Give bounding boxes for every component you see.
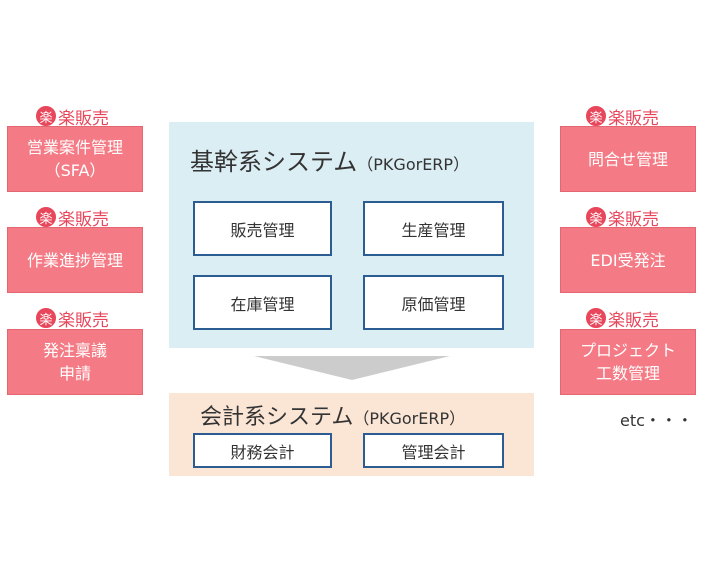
work-progress-box: 作業進捗管理 bbox=[7, 227, 143, 293]
badge-label: 楽販売 bbox=[58, 209, 109, 230]
financial-accounting-module: 財務会計 bbox=[193, 433, 332, 468]
etc-label: etc・・・ bbox=[620, 411, 693, 430]
badge-label: 楽販売 bbox=[608, 310, 659, 331]
badge-label: 楽販売 bbox=[58, 108, 109, 129]
management-accounting-module: 管理会計 bbox=[363, 433, 504, 468]
rakuhanbai-badge: 楽 楽販売 bbox=[36, 205, 109, 230]
badge-label: 楽販売 bbox=[58, 310, 109, 331]
sales-management-module: 販売管理 bbox=[193, 201, 332, 256]
rakuhanbai-badge: 楽 楽販売 bbox=[36, 104, 109, 129]
rakuhanbai-logo-icon: 楽 bbox=[36, 207, 56, 227]
inquiry-box: 問合せ管理 bbox=[560, 126, 696, 192]
accounting-system-title: 会計系システム（PKGorERP） bbox=[200, 399, 465, 431]
edi-box: EDI受発注 bbox=[560, 227, 696, 293]
rakuhanbai-badge: 楽 楽販売 bbox=[36, 306, 109, 331]
order-approval-box: 発注稟議 申請 bbox=[7, 329, 143, 395]
inventory-management-module: 在庫管理 bbox=[193, 275, 332, 330]
badge-label: 楽販売 bbox=[608, 209, 659, 230]
accounting-system-title-text: 会計系システム bbox=[200, 405, 354, 430]
rakuhanbai-logo-icon: 楽 bbox=[586, 106, 606, 126]
badge-label: 楽販売 bbox=[608, 108, 659, 129]
cost-management-module: 原価管理 bbox=[363, 275, 504, 330]
rakuhanbai-logo-icon: 楽 bbox=[36, 106, 56, 126]
rakuhanbai-badge: 楽 楽販売 bbox=[586, 205, 659, 230]
rakuhanbai-logo-icon: 楽 bbox=[586, 308, 606, 328]
core-system-title-text: 基幹系システム bbox=[190, 148, 358, 176]
rakuhanbai-logo-icon: 楽 bbox=[586, 207, 606, 227]
rakuhanbai-logo-icon: 楽 bbox=[36, 308, 56, 328]
sfa-box: 営業案件管理 （SFA） bbox=[7, 126, 143, 192]
project-hours-box: プロジェクト 工数管理 bbox=[560, 329, 696, 395]
core-system-pkg: （PKGorERP） bbox=[357, 155, 470, 174]
production-management-module: 生産管理 bbox=[363, 201, 504, 256]
accounting-system-pkg: （PKGorERP） bbox=[353, 409, 466, 428]
core-system-title: 基幹系システム（PKGorERP） bbox=[190, 142, 469, 177]
rakuhanbai-badge: 楽 楽販売 bbox=[586, 306, 659, 331]
rakuhanbai-badge: 楽 楽販売 bbox=[586, 104, 659, 129]
down-arrow-icon bbox=[254, 356, 450, 380]
